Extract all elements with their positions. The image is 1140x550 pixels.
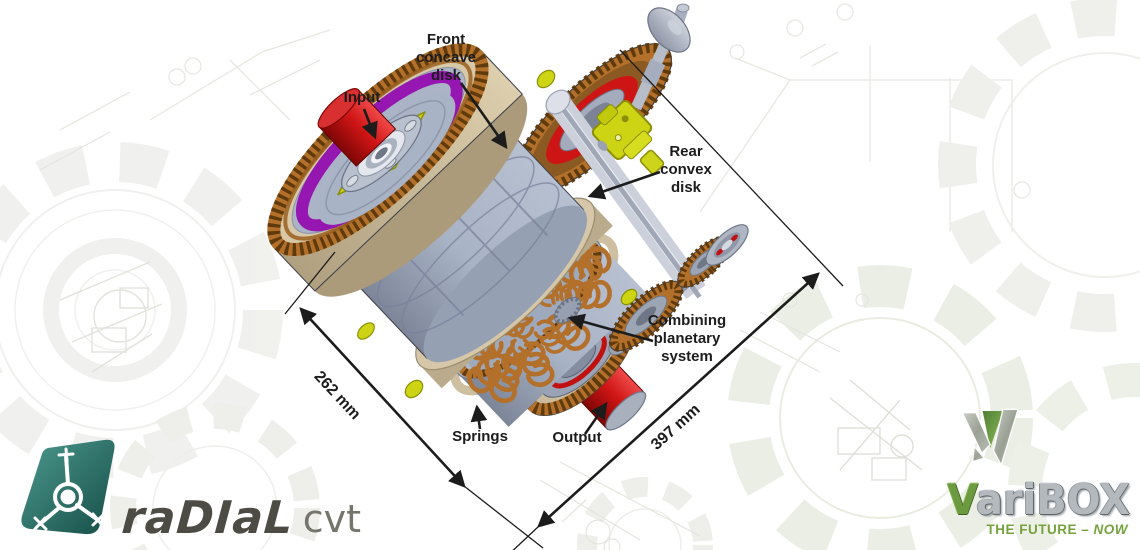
- dim-line-397: [537, 272, 820, 528]
- radial-wordmark: raDIaL: [120, 491, 296, 544]
- annotation-lines: [284, 49, 844, 550]
- radial-cvt-logo: raDIaL cvt: [16, 436, 361, 544]
- control-rod: [545, 89, 706, 300]
- input-shaft: [317, 88, 396, 167]
- radial-icon-tripod: [33, 447, 105, 531]
- label-output: Output: [552, 429, 602, 446]
- radial-logo-icon: [21, 439, 115, 535]
- springs-leader: [470, 404, 488, 430]
- control-knob: [630, 3, 691, 111]
- radial-cvt-suffix: cvt: [302, 497, 361, 542]
- varibox-tagline: THE FUTURE – NOW: [986, 522, 1128, 537]
- witness-lines: [284, 49, 844, 550]
- varibox-monogram: [961, 408, 1019, 467]
- shift-bracket: [591, 100, 665, 175]
- label-front-concave-disk: Front concave disk: [415, 31, 477, 84]
- label-input: Input: [343, 89, 381, 106]
- label-rear-convex-disk: Rear convex disk: [660, 143, 712, 196]
- label-combining-planetary: Combining planetary system: [647, 312, 727, 365]
- label-springs: Springs: [452, 428, 508, 445]
- front-disk-leader: [459, 82, 508, 150]
- input-leader: [361, 108, 378, 140]
- varibox-wordmark: VariBOX: [947, 475, 1130, 524]
- varibox-logo: VariBOX THE FUTURE – NOW: [880, 402, 1130, 537]
- dim-line-262: [299, 307, 466, 488]
- rear-disk-leader: [587, 170, 661, 200]
